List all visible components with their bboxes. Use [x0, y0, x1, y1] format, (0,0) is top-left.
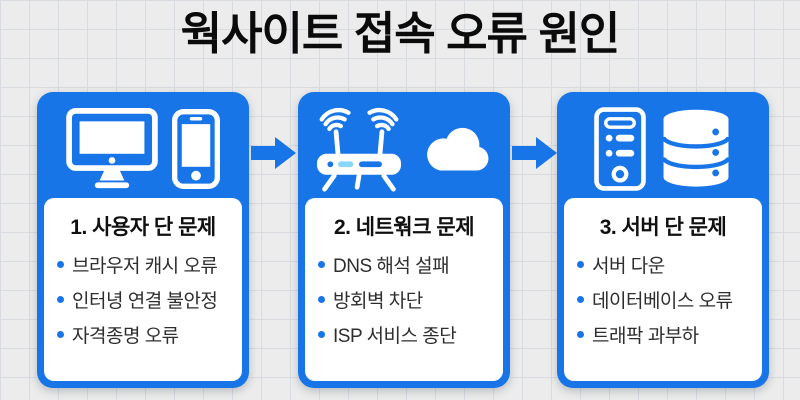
bullet-text: 서버 다운	[592, 256, 665, 277]
list-item: 방회벽 차단	[318, 282, 497, 317]
desktop-monitor-icon	[66, 107, 158, 188]
bullet-dot	[57, 261, 64, 268]
list-item: 인터녕 연결 불안정	[57, 282, 236, 317]
bullet-dot	[318, 296, 325, 303]
card-user-panel: 1. 사용자 단 문제 브라우저 캐시 오류 인터녕 연결 불안정 자격종명 오…	[44, 198, 242, 381]
card-server-icons	[564, 99, 762, 198]
bullet-dot	[577, 261, 584, 268]
card-network-panel: 2. 네트웎크 문제 DNS 해석 설패 방회벽 차단 ISP 서비스 종단	[305, 198, 503, 381]
list-item: ISP 서비스 종단	[318, 317, 497, 352]
cloud-icon	[427, 127, 489, 170]
database-icon	[661, 109, 731, 187]
bullet-text: DNS 해석 설패	[333, 256, 450, 277]
right-arrow-icon	[512, 137, 557, 169]
bullet-list: DNS 해석 설패 방회벽 차단 ISP 서비스 종단	[305, 247, 503, 352]
server-tower-icon	[594, 106, 646, 191]
list-item: 데이터베이스 오류	[577, 282, 756, 317]
list-item: 브라우저 캐시 오류	[57, 247, 236, 282]
bullet-dot	[318, 331, 325, 338]
bullet-dot	[57, 331, 64, 338]
bullet-dot	[57, 296, 64, 303]
bullet-text: ISP 서비스 종단	[333, 326, 457, 347]
bullet-dot	[577, 296, 584, 303]
list-item: DNS 해석 설패	[318, 247, 497, 282]
list-item: 자격종명 오류	[57, 317, 236, 352]
card-title: 1. 사용자 단 문제	[70, 216, 216, 239]
card-user-problems: 1. 사용자 단 문제 브라우저 캐시 오류 인터녕 연결 불안정 자격종명 오…	[37, 92, 249, 388]
bullet-dot	[577, 331, 584, 338]
list-item: 트래팍 과부하	[577, 317, 756, 352]
list-item: 서버 다운	[577, 247, 756, 282]
card-network-icons	[305, 99, 503, 198]
card-server-panel: 3. 서버 단 문제 서버 다운 데이터베이스 오류 트래팍 과부하	[564, 198, 762, 381]
bullet-text: 자격종명 오류	[72, 326, 179, 347]
bullet-text: 방회벽 차단	[333, 291, 423, 312]
bullet-dot	[318, 261, 325, 268]
card-user-icons	[44, 99, 242, 198]
card-title: 3. 서버 단 문제	[599, 216, 727, 239]
bullet-list: 서버 다운 데이터베이스 오류 트래팍 과부하	[564, 247, 762, 352]
bullet-text: 인터녕 연결 불안정	[72, 291, 218, 312]
bullet-text: 트래팍 과부하	[592, 326, 699, 347]
page-title: 웍사이트 접속 오류 원인	[180, 8, 621, 59]
card-server-problems: 3. 서버 단 문제 서버 다운 데이터베이스 오류 트래팍 과부하	[557, 92, 769, 388]
card-title: 2. 네트웎크 문제	[333, 216, 475, 239]
smartphone-icon	[172, 108, 220, 189]
bullet-text: 데이터베이스 오류	[592, 291, 733, 312]
right-arrow-icon	[251, 137, 296, 169]
card-network-problems: 2. 네트웎크 문제 DNS 해석 설패 방회벽 차단 ISP 서비스 종단	[298, 92, 510, 388]
bullet-list: 브라우저 캐시 오류 인터녕 연결 불안정 자격종명 오류	[44, 247, 242, 352]
bullet-text: 브라우저 캐시 오류	[72, 256, 218, 277]
wifi-router-icon	[316, 107, 402, 192]
